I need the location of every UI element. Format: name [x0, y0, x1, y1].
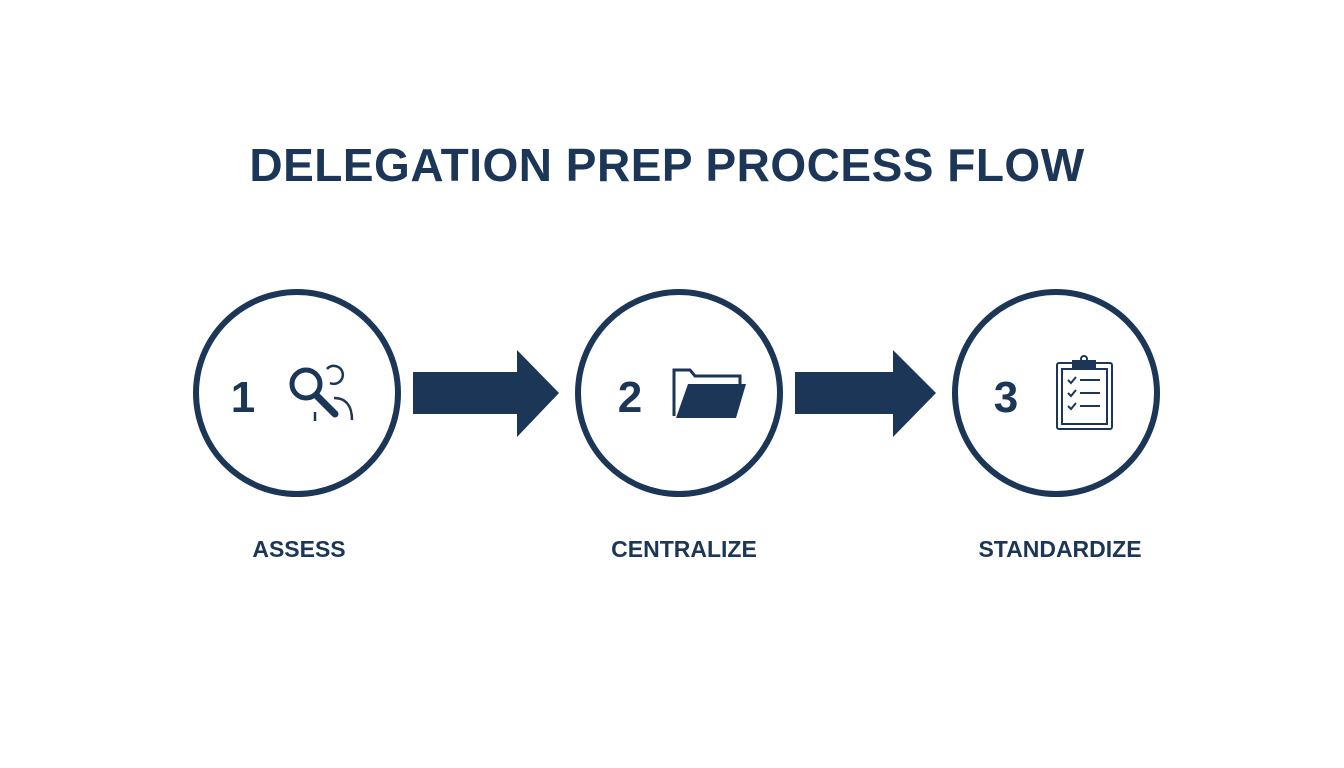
step-3-circle — [952, 289, 1160, 497]
page-title: DELEGATION PREP PROCESS FLOW — [249, 139, 1085, 191]
step-3-number: 3 — [994, 373, 1018, 422]
arrow-2-to-3 — [795, 350, 936, 437]
arrow-1-to-2 — [413, 350, 559, 437]
step-2-label: CENTRALIZE — [611, 536, 757, 562]
folder-icon — [672, 368, 746, 418]
step-3-label: STANDARDIZE — [978, 536, 1142, 562]
step-1-node: 1 — [193, 289, 401, 497]
step-3-node: 3 — [952, 289, 1160, 497]
magnifier-people-icon — [289, 364, 354, 421]
step-1-label: ASSESS — [252, 536, 346, 562]
step-2-node: 2 — [575, 289, 783, 497]
clipboard-checklist-icon — [1056, 355, 1113, 430]
step-2-circle — [575, 289, 783, 497]
step-1-number: 1 — [231, 373, 255, 422]
step-1-circle — [193, 289, 401, 497]
step-2-number: 2 — [618, 373, 642, 422]
